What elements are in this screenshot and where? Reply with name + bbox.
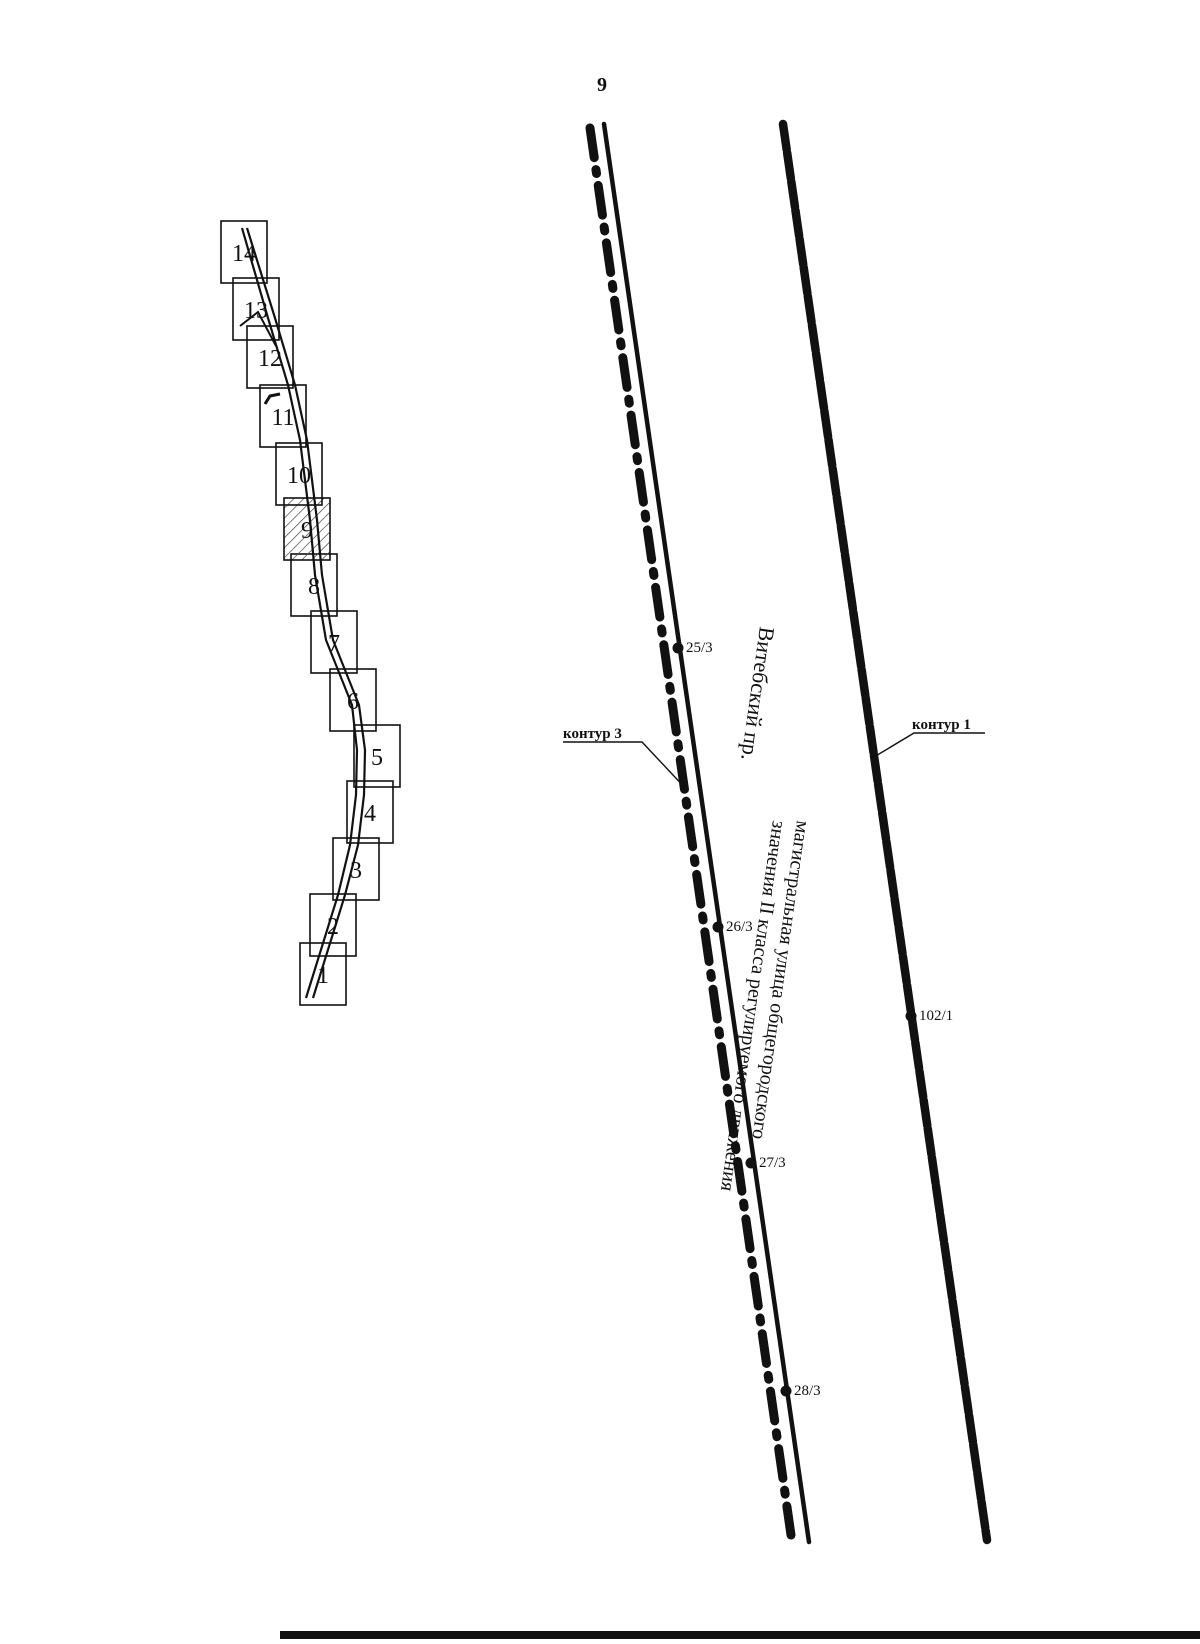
sheet-frame-label: 11 — [271, 405, 294, 431]
point-marker — [780, 1385, 792, 1397]
boundary-point-27-3: 27/3 — [745, 1155, 786, 1171]
sheet-frame-5: 5 — [353, 724, 401, 788]
point-marker — [905, 1010, 917, 1022]
sheet-frame-box — [259, 384, 307, 448]
sheet-frame-11: 11 — [259, 384, 307, 448]
scan-bottom-edge — [280, 1631, 1200, 1639]
point-marker — [745, 1157, 757, 1169]
sheet-frame-box — [310, 610, 358, 674]
sheet-frame-box — [332, 837, 380, 901]
boundary-point-102-1: 102/1 — [905, 1008, 953, 1024]
sheet-frame-label: 4 — [364, 801, 376, 827]
boundary-point-25-3: 25/3 — [672, 640, 713, 656]
contour-3-label: контур 3 — [563, 726, 622, 742]
sheet-frame-box — [329, 668, 377, 732]
point-label: 102/1 — [919, 1008, 953, 1024]
street-name: Витебский пр. — [736, 625, 780, 762]
point-label: 28/3 — [794, 1383, 821, 1399]
contour-1-leader — [873, 732, 985, 758]
boundary-point-26-3: 26/3 — [712, 919, 753, 935]
sheet-frame-4: 4 — [346, 780, 394, 844]
sheet-frame-10: 10 — [275, 442, 323, 506]
sheet-frame-9: 9 — [283, 497, 331, 561]
point-label: 27/3 — [759, 1155, 786, 1171]
point-marker — [712, 921, 724, 933]
boundary-point-28-3: 28/3 — [780, 1383, 821, 1399]
contour-1-label: контур 1 — [912, 717, 971, 733]
point-marker — [672, 642, 684, 654]
index-route-spur-2 — [263, 392, 281, 405]
contour-3-dashdot-line — [585, 123, 796, 1540]
point-label: 26/3 — [726, 919, 753, 935]
sheet-frame-label: 5 — [371, 745, 383, 771]
contour-3-leader — [563, 741, 689, 792]
contour-3-boundary-line — [601, 121, 812, 1545]
sheet-frame-box — [353, 724, 401, 788]
sheet-frame-label: 10 — [287, 463, 311, 489]
sheet-number: 9 — [597, 74, 607, 96]
sheet-frame-box — [346, 780, 394, 844]
sheet-frame-box — [275, 442, 323, 506]
road-strip: контур 3 контур 1 25/3 26/3 27/3 28/3 — [563, 119, 992, 1545]
index-route — [239, 227, 367, 999]
index-route-left-edge — [240, 227, 359, 999]
index-route-spur — [239, 310, 277, 347]
sheet-frame-2: 2 — [309, 893, 357, 957]
point-label: 25/3 — [686, 640, 713, 656]
contour-1-boundary-line — [778, 119, 992, 1545]
sheet-frame-box — [220, 220, 268, 284]
sheet-frame-label: 1 — [317, 963, 329, 989]
index-route-right-edge — [245, 227, 367, 999]
